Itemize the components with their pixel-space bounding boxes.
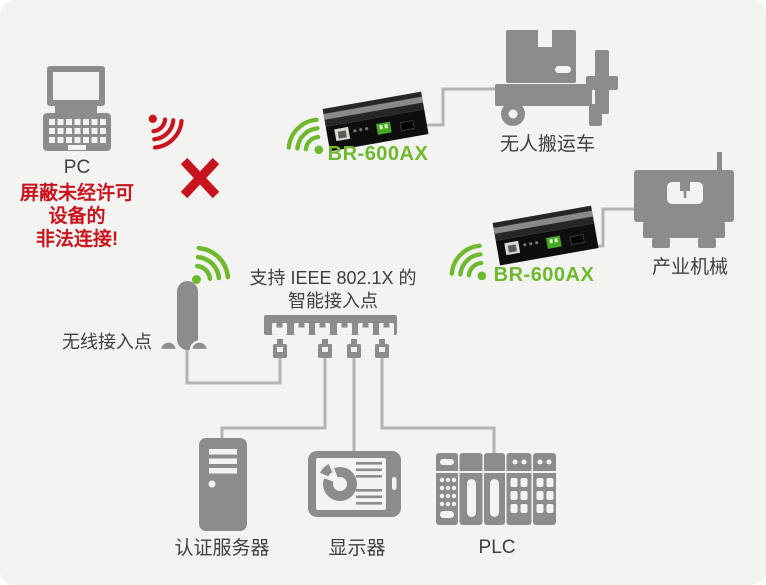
display-icon xyxy=(308,451,401,517)
wifi-blocked-icon xyxy=(148,114,184,150)
wifi-signal-icon xyxy=(286,117,324,155)
display-label: 显示器 xyxy=(328,538,386,559)
warning-text: 屏蔽未经许可 设备的 非法连接! xyxy=(8,182,146,251)
switch-caption-line2: 智能接入点 xyxy=(288,291,378,311)
plug-icon xyxy=(273,339,287,358)
agv-label: 无人搬运车 xyxy=(499,134,595,155)
wireless-bridge-2-icon xyxy=(492,205,599,266)
access-point-icon xyxy=(158,281,210,352)
switch-icon xyxy=(264,315,397,335)
cross-icon xyxy=(180,157,220,199)
bridge1-label: BR-600AX xyxy=(327,143,429,165)
bridge2-label: BR-600AX xyxy=(493,264,595,286)
server-icon xyxy=(199,438,247,531)
agv-icon xyxy=(495,30,618,126)
plug-icon xyxy=(318,339,332,358)
wifi-signal-icon xyxy=(449,243,487,281)
laptop-icon xyxy=(43,66,111,151)
wireless-bridge-1-icon xyxy=(322,91,429,152)
server-label: 认证服务器 xyxy=(174,538,270,559)
ap-label: 无线接入点 xyxy=(62,332,152,352)
plug-icon xyxy=(375,339,389,358)
warning-line: 屏蔽未经许可 xyxy=(19,183,134,204)
plc-label: PLC xyxy=(478,537,516,558)
warning-line: 非法连接! xyxy=(35,229,119,250)
plc-icon xyxy=(436,453,557,525)
wifi-signal-icon xyxy=(192,245,231,284)
switch-caption-line1: 支持 IEEE 802.1X 的 xyxy=(249,268,417,288)
machine-label: 产业机械 xyxy=(651,257,728,278)
machine-icon xyxy=(634,152,734,248)
plug-icon xyxy=(347,339,361,358)
warning-line: 设备的 xyxy=(48,206,106,227)
pc-label: PC xyxy=(63,157,91,178)
